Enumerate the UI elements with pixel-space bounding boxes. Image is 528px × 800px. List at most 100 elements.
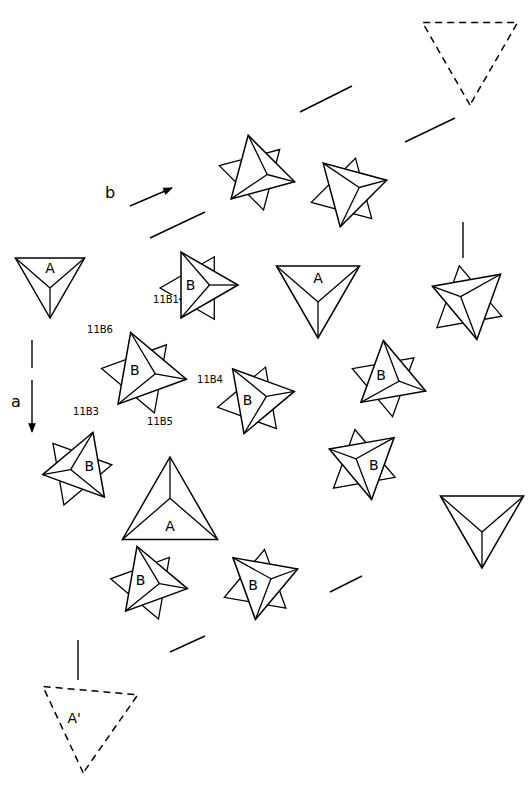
molecule-label: B	[247, 578, 259, 592]
atom-label: 11B4	[197, 375, 223, 385]
tetrahedron-face	[15, 258, 84, 318]
tetrahedron-face	[233, 369, 295, 434]
cell-edge	[405, 118, 455, 142]
atom-label: 11B5	[147, 417, 173, 427]
atom-label: 11B1	[153, 295, 179, 305]
tetrahedron-node: A	[255, 227, 381, 353]
axis-label: a	[11, 394, 21, 410]
cell-edge	[31, 340, 32, 368]
tetrahedron-face	[126, 546, 188, 611]
tetrahedron-node: B	[204, 345, 310, 451]
molecule-label: B	[129, 363, 141, 377]
atom-label: 11B3	[73, 407, 99, 417]
axis-label: b	[105, 185, 115, 201]
tetrahedron-node: A	[100, 442, 240, 582]
tetrahedron-edge	[340, 188, 359, 227]
atom-label: 11B6	[87, 325, 113, 335]
tetrahedron-edge	[361, 381, 399, 402]
tetrahedron-outline	[255, 227, 381, 353]
tetrahedron-face	[181, 252, 238, 318]
tetrahedron-edge	[440, 496, 482, 532]
molecule-label: A'	[66, 711, 81, 725]
molecule-label: A	[44, 261, 56, 275]
tetrahedron-edge	[71, 470, 105, 498]
tetrahedron-node: B	[97, 529, 203, 635]
tetrahedron-outline	[204, 345, 310, 451]
tetrahedron-edge	[481, 532, 482, 568]
tetrahedron-node: A'	[18, 648, 158, 788]
tetrahedron-edge	[266, 391, 294, 396]
molecule-label: B	[242, 393, 254, 407]
tetrahedron-edge	[210, 284, 239, 285]
tetrahedron-face	[422, 23, 517, 106]
tetrahedron-edge	[155, 374, 186, 380]
tetrahedron-node: B	[209, 529, 315, 635]
cell-edge	[77, 640, 78, 680]
tetrahedron-edge	[170, 498, 218, 539]
tetrahedron-edge	[399, 381, 426, 391]
axis-arrow-a	[31, 380, 32, 432]
tetrahedron-edge	[461, 297, 477, 340]
tetrahedron-outline	[100, 442, 240, 582]
tetrahedron-edge	[248, 135, 267, 174]
cell-edge	[300, 86, 352, 112]
tetrahedron-face	[43, 432, 105, 497]
tetrahedron-node: B	[312, 409, 418, 515]
tetrahedron-edge	[323, 163, 359, 187]
tetrahedron-edge	[122, 498, 170, 539]
tetrahedron-face	[233, 558, 298, 620]
cell-edge	[150, 212, 205, 238]
tetrahedron-outline	[18, 648, 158, 788]
molecule-label: B	[135, 573, 147, 587]
molecule-label: B	[368, 458, 380, 472]
tetrahedron-edge	[169, 457, 170, 498]
tetrahedron-edge	[359, 180, 387, 187]
molecule-label: B	[84, 459, 96, 473]
tetrahedron-edge	[159, 584, 187, 589]
tetrahedron-node: B	[337, 325, 443, 431]
molecule-label: A	[312, 271, 324, 285]
tetrahedron-outline	[97, 529, 203, 635]
tetrahedron-edge	[271, 569, 298, 579]
tetrahedron-edge	[231, 175, 267, 199]
tetrahedron-node: B	[27, 415, 133, 521]
tetrahedron-outline	[27, 415, 133, 521]
tetrahedron-face	[118, 333, 186, 405]
axis-arrow-b	[130, 188, 172, 206]
tetrahedron-node: B	[147, 232, 253, 338]
tetrahedron-face	[432, 274, 500, 339]
tetrahedron-edge	[118, 374, 155, 404]
tetrahedron-face	[361, 341, 426, 403]
tetrahedron-face	[329, 438, 394, 500]
tetrahedron-face	[276, 266, 359, 338]
tetrahedron-edge	[49, 288, 50, 318]
tetrahedron-edge	[126, 584, 160, 612]
tetrahedron-edge	[432, 286, 460, 296]
tetrahedron-edge	[482, 496, 524, 532]
tetrahedron-face	[122, 457, 217, 540]
molecule-label: B	[185, 278, 197, 292]
tetrahedron-edge	[267, 175, 295, 182]
cell-edge	[170, 636, 205, 652]
tetrahedron-face	[440, 496, 523, 568]
tetrahedron-face	[323, 163, 387, 227]
tetrahedron-edge	[317, 302, 318, 338]
tetrahedron-edge	[461, 274, 501, 296]
tetrahedron-outline	[312, 409, 418, 515]
tetrahedron-node: A	[0, 223, 105, 333]
tetrahedron-outline	[337, 325, 443, 431]
tetrahedron-outline	[147, 232, 253, 338]
tetrahedron-edge	[43, 470, 71, 475]
tetrahedron-outline	[0, 223, 105, 333]
molecule-label: A	[164, 519, 176, 533]
tetrahedron-edge	[318, 266, 360, 302]
molecule-label: B	[375, 368, 387, 382]
cell-edge	[462, 222, 463, 258]
tetrahedron-edge	[233, 558, 271, 579]
tetrahedron-edge	[329, 449, 356, 459]
tetrahedron-face	[43, 687, 138, 773]
tetrahedron-edge	[356, 438, 394, 459]
tetrahedron-face	[231, 135, 295, 199]
cell-edge	[330, 576, 362, 592]
tetrahedron-outline	[209, 529, 315, 635]
